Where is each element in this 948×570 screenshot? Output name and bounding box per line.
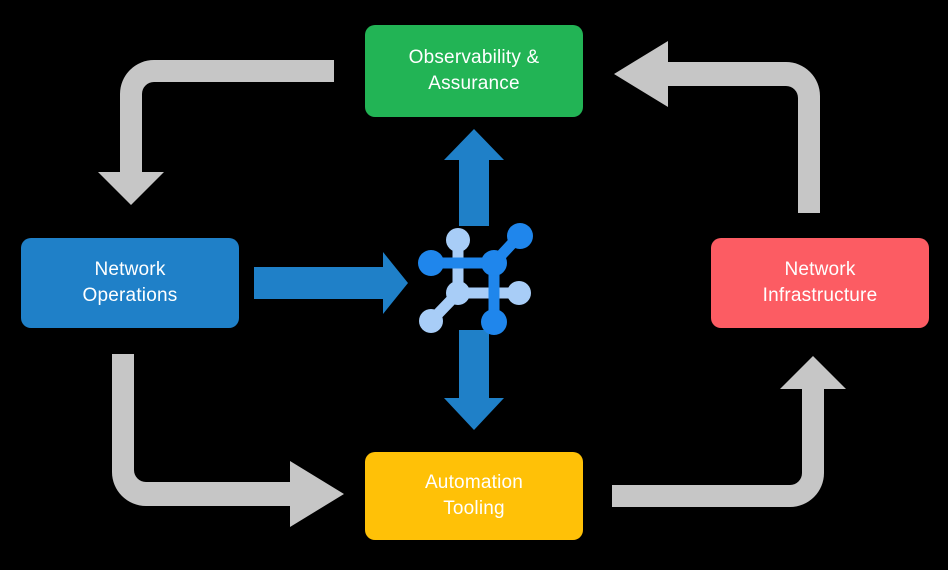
node-observability-assurance-label: Observability & Assurance <box>408 47 540 94</box>
blue-arrow-center-to-observability <box>444 129 504 226</box>
node-automation-tooling-label: Automation Tooling <box>424 472 524 519</box>
node-network-infrastructure[interactable]: Network Infrastructure <box>711 238 929 328</box>
gray-arrow-netops-to-automation <box>112 354 344 527</box>
network-topology-icon-glyph <box>418 223 533 335</box>
node-network-operations-label: Network Operations <box>82 259 178 306</box>
node-automation-tooling[interactable]: Automation Tooling <box>365 452 583 540</box>
gray-arrow-netinfra-to-observability <box>614 41 820 213</box>
blue-arrow-netops-to-center <box>254 252 408 314</box>
node-observability-assurance[interactable]: Observability & Assurance <box>365 25 583 117</box>
gray-arrow-automation-to-netinfra <box>612 356 846 507</box>
node-network-operations[interactable]: Network Operations <box>21 238 239 328</box>
node-network-infrastructure-label: Network Infrastructure <box>762 259 878 306</box>
blue-arrow-center-to-automation <box>444 330 504 430</box>
gray-arrow-observability-to-netops <box>98 60 334 205</box>
